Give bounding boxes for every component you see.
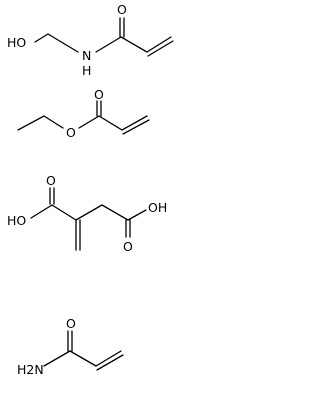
atom-label-oh-right: OH <box>148 200 167 215</box>
atom-label-h: H <box>82 63 91 78</box>
atom-label-o-carbonyl-4: O <box>66 316 76 331</box>
molecule-acrylamide: O H2N <box>17 316 124 377</box>
atom-label-h2n: H2N <box>17 362 44 377</box>
molecule-ethyl-acrylate: O O <box>17 87 150 140</box>
atom-label-o-carbonyl-2: O <box>94 87 104 102</box>
atom-label-n: N <box>82 48 91 63</box>
structure-canvas: O N H HO O O O HO O OH <box>7 2 174 377</box>
atom-label-ho-left: HO <box>7 213 26 228</box>
atom-label-o-left-carbonyl: O <box>46 173 56 188</box>
atom-label-o-carbonyl-1: O <box>117 2 127 17</box>
atom-label-o-ether: O <box>66 125 76 140</box>
atom-label-ho-1: HO <box>7 35 26 50</box>
molecule-n-hydroxymethylacrylamide: O N H HO <box>7 2 174 78</box>
molecule-itaconic-acid: O HO O OH <box>7 173 167 254</box>
atom-label-o-right-carbonyl: O <box>123 239 133 254</box>
